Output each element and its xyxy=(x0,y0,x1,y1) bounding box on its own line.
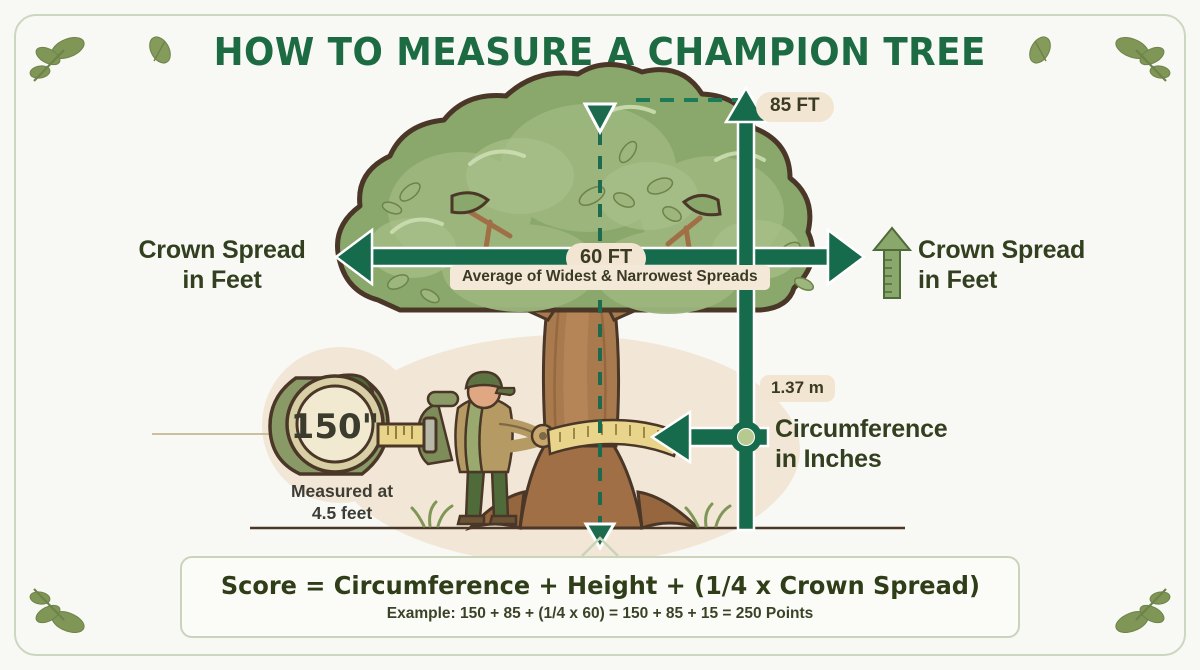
leaf-sprig-icon xyxy=(29,37,85,82)
person-icon xyxy=(416,370,556,526)
tape-reading-text: 150" xyxy=(291,407,380,447)
breast-height-badge: 1.37 m xyxy=(760,375,835,402)
leaf-sprig-icon xyxy=(29,588,85,633)
height-value-badge: 85 FT xyxy=(756,92,834,122)
leaf-sprig-icon xyxy=(1115,37,1171,82)
axis-bottom-marker-icon xyxy=(583,522,617,551)
leaf-sprig-icon xyxy=(1115,588,1171,633)
score-example-text: Example: 150 + 85 + (1/4 x 60) = 150 + 8… xyxy=(386,605,814,622)
score-formula-box: Score = Circumference + Height + (1/4 x … xyxy=(180,556,1020,638)
leaf-icon xyxy=(149,36,172,64)
formula-connector xyxy=(581,536,619,557)
score-formula-text: Score = Circumference + Height + (1/4 x … xyxy=(220,571,980,600)
ruler-arrow-icon xyxy=(871,226,913,299)
crown-spread-note: Average of Widest & Narrowest Spreads xyxy=(450,265,770,290)
tape-measure-icon: 150" xyxy=(268,373,438,476)
axis-top-marker-icon xyxy=(582,102,618,136)
leaf-icon xyxy=(1028,36,1051,64)
